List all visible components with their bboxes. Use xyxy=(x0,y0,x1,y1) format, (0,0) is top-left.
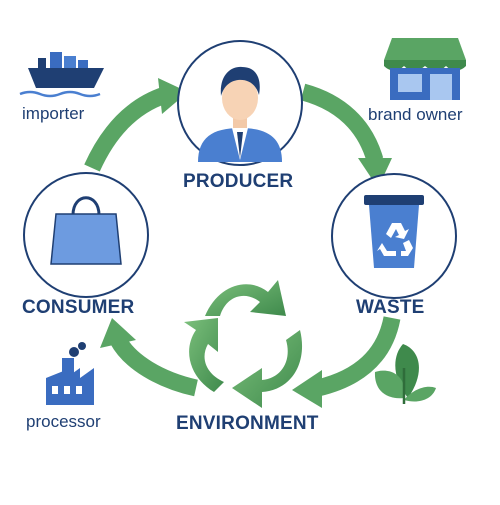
waste-node xyxy=(331,173,457,299)
recycle-bin-icon xyxy=(364,195,424,268)
arrow-waste-to-environment xyxy=(292,316,401,408)
shopping-bag-icon xyxy=(50,196,122,265)
recycle-symbol-icon xyxy=(377,223,413,256)
recycle-icon xyxy=(184,280,303,408)
producer-label: PRODUCER xyxy=(183,171,294,192)
arrow-environment-to-consumer xyxy=(100,318,198,397)
person-icon xyxy=(198,66,282,162)
environment-label: ENVIRONMENT xyxy=(176,413,319,434)
consumer-label: CONSUMER xyxy=(22,297,135,318)
producer-node xyxy=(177,40,303,166)
brand-owner-label: brand owner xyxy=(368,105,463,124)
environment-node xyxy=(184,280,303,408)
storefront-icon xyxy=(384,38,466,100)
consumer-node xyxy=(23,172,149,298)
waste-label: WASTE xyxy=(356,297,425,318)
importer-label: importer xyxy=(22,104,85,123)
arrow-consumer-to-producer xyxy=(84,78,188,172)
arrow-producer-to-waste xyxy=(300,83,392,188)
processor-label: processor xyxy=(26,412,101,431)
factory-icon xyxy=(46,342,94,405)
ship-icon xyxy=(19,52,104,98)
leaf-icon xyxy=(374,344,436,404)
